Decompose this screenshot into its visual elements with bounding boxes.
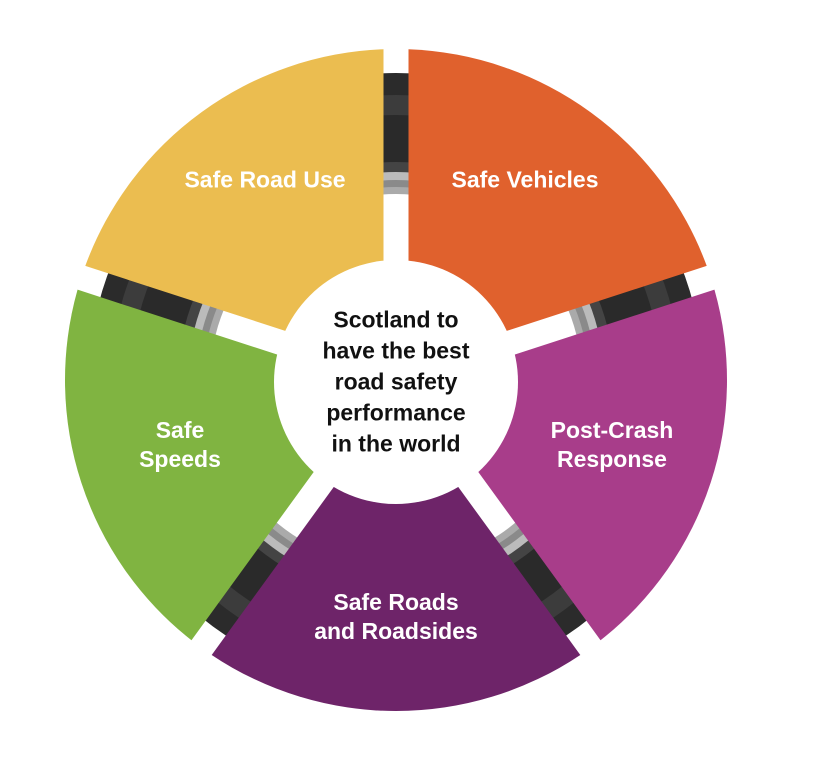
segment-label-safe-road-use: Safe Road Use bbox=[184, 166, 345, 195]
center-goal-text: Scotland to have the best road safety pe… bbox=[323, 305, 470, 460]
segment-label-safe-speeds: Safe Speeds bbox=[139, 416, 221, 474]
label-line: Post-Crash bbox=[550, 417, 674, 443]
label-line: Safe Road Use bbox=[184, 166, 346, 193]
segment-safe-roads-and-roadsides bbox=[211, 401, 581, 711]
segment-safe-road-use bbox=[85, 49, 384, 363]
label-line: Safe Roads bbox=[333, 589, 459, 615]
center-line: performance bbox=[326, 399, 466, 426]
label-line: Safe bbox=[155, 417, 205, 443]
segment-label-post-crash-response: Post-Crash Response bbox=[551, 416, 674, 474]
label-line: Safe Vehicles bbox=[451, 166, 599, 193]
segment-safe-vehicles bbox=[408, 49, 707, 363]
label-line: Speeds bbox=[139, 446, 221, 472]
center-line: Scotland to bbox=[333, 306, 459, 333]
center-line: in the world bbox=[331, 430, 461, 457]
label-line: Response bbox=[557, 446, 667, 472]
center-line: have the best bbox=[322, 337, 470, 364]
segment-label-safe-vehicles: Safe Vehicles bbox=[451, 166, 598, 195]
center-line: road safety bbox=[334, 368, 458, 395]
label-line: and Roadsides bbox=[314, 618, 478, 644]
center-circle bbox=[274, 260, 518, 504]
segment-label-safe-roads-and-roadsides: Safe Roads and Roadsides bbox=[314, 588, 478, 646]
